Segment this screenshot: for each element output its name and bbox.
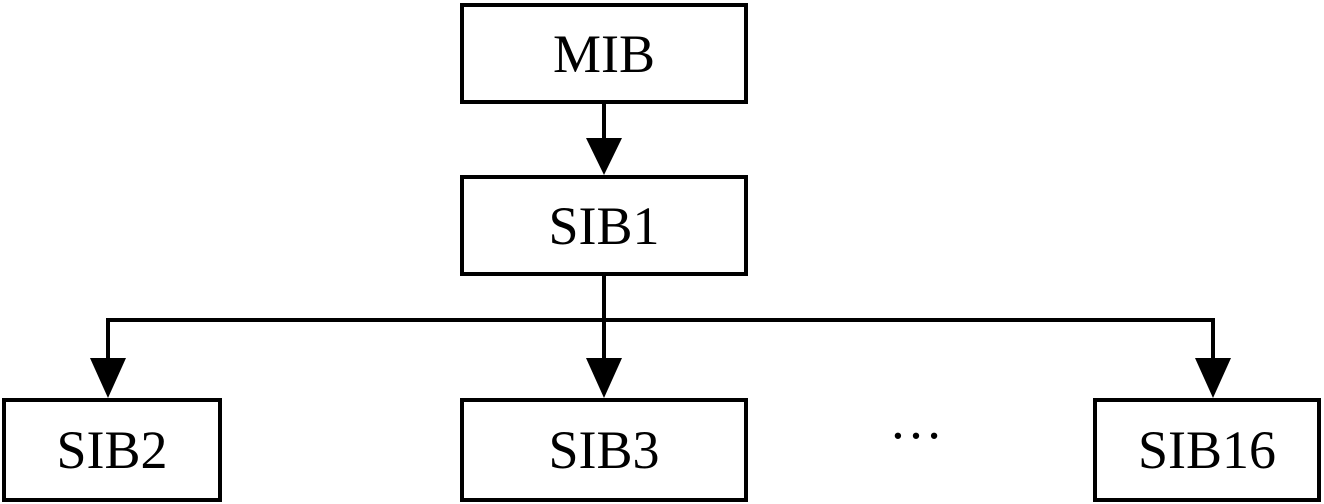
node-sib2-label: SIB2 [56,420,168,480]
ellipsis: … [889,390,943,450]
node-sib3: SIB3 [460,398,748,502]
node-mib-label: MIB [552,23,655,84]
node-sib1-label: SIB1 [548,195,660,256]
node-sib16-label: SIB16 [1137,420,1277,480]
node-sib16: SIB16 [1093,398,1321,502]
node-sib1: SIB1 [460,175,748,276]
edge-mib-sib1-arrowhead [586,138,622,175]
edge-sib1-sib3-arrowhead [586,358,622,398]
node-sib2: SIB2 [2,398,222,502]
edge-sib1-sib16-arrowhead [1195,358,1231,398]
node-sib3-label: SIB3 [548,420,660,480]
node-mib: MIB [460,3,748,104]
edge-sib1-sib2-arrowhead [90,358,126,398]
